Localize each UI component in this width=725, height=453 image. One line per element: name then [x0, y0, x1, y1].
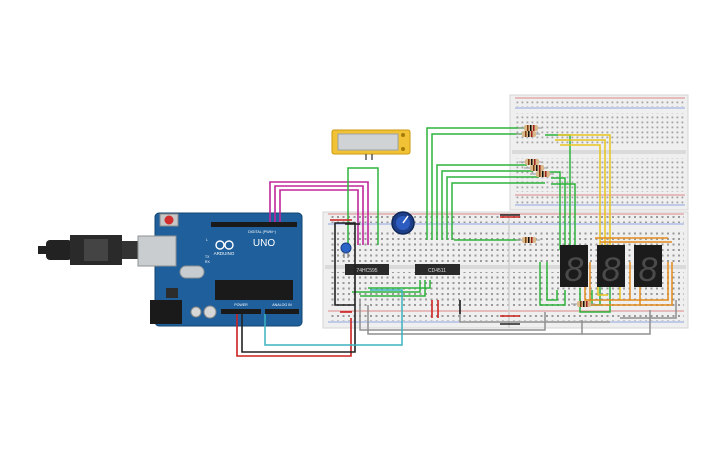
power-header-label: POWER — [234, 303, 248, 307]
brand-label: ARDUINO — [214, 251, 235, 256]
resistor-icon[interactable] — [516, 125, 595, 307]
ic-decoder[interactable]: CD4511 — [415, 264, 460, 275]
seven-segment-icon: 8 — [602, 251, 621, 289]
wires-yellow — [555, 134, 621, 300]
l-label: L — [206, 238, 208, 242]
tx-label: TX — [205, 255, 210, 259]
wires-green — [347, 127, 611, 313]
wires-red — [236, 216, 520, 357]
seven-segment-display-2[interactable]: 8 — [597, 245, 625, 289]
breadboard-top-right — [509, 94, 689, 211]
analog-header-label: ANALOG IN — [272, 303, 292, 307]
usb-cable-icon — [38, 235, 140, 265]
capacitor-icon[interactable] — [340, 242, 352, 258]
shift-register-label: 74HC595 — [356, 268, 377, 274]
potentiometer-icon[interactable] — [391, 211, 415, 235]
arduino-board[interactable]: ARDUINO UNO DIGITAL (PWM~) POWER ANALOG … — [137, 212, 303, 327]
decoder-label: CD4511 — [428, 268, 446, 274]
model-label: UNO — [253, 238, 275, 249]
seven-segment-icon: 8 — [639, 251, 658, 289]
seven-segment-display-3[interactable]: 8 — [634, 245, 662, 289]
lcd-icon[interactable] — [331, 129, 411, 160]
rx-label: RX — [205, 260, 210, 264]
wires-pink — [269, 181, 369, 245]
seven-segment-display-1[interactable]: 8 — [560, 245, 588, 289]
pin-headers — [211, 222, 299, 314]
wires-teal — [264, 289, 403, 346]
seven-segment-icon: 8 — [565, 251, 584, 289]
arduino-logo-icon — [215, 240, 234, 250]
ic-shift-register[interactable]: 74HC595 — [345, 264, 389, 275]
wires-black — [241, 214, 520, 353]
digital-header-label: DIGITAL (PWM~) — [248, 230, 276, 234]
